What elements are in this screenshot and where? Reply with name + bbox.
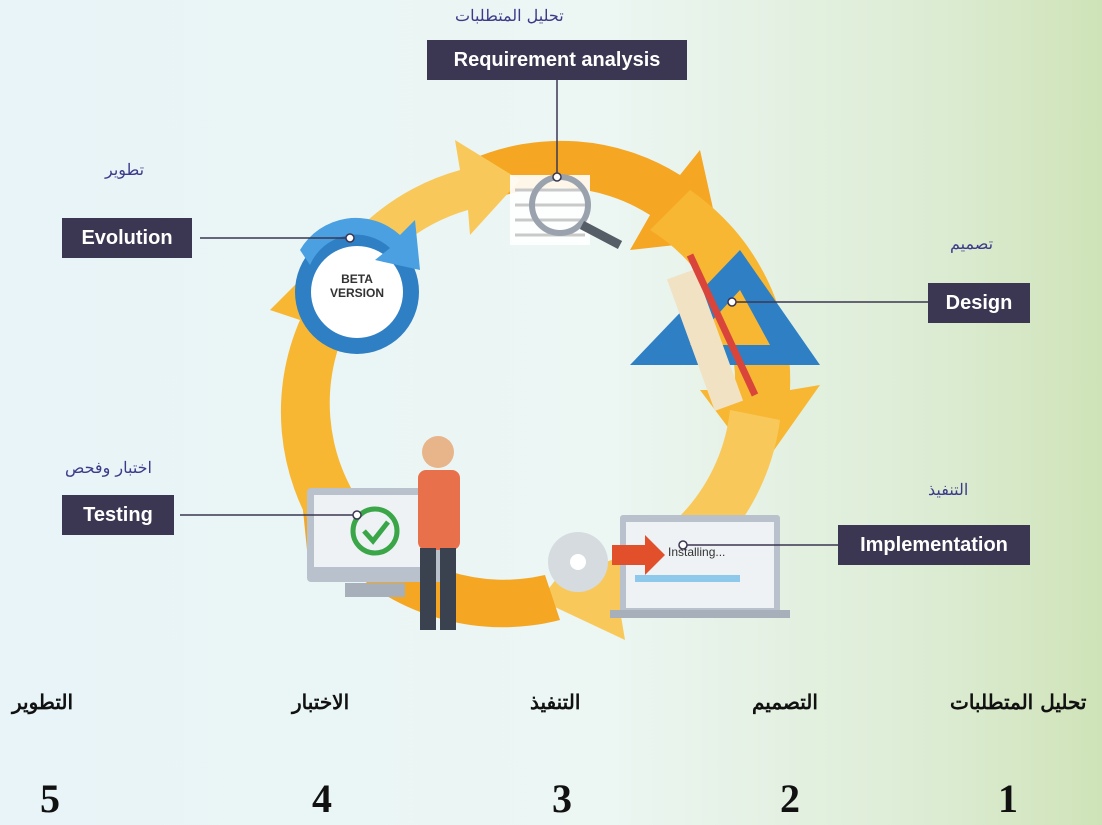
implementation-label: Implementation bbox=[838, 525, 1030, 565]
stage-name-4: الاختبار bbox=[292, 690, 350, 714]
testing-monitor-icon bbox=[307, 488, 443, 597]
stage-name-5: التطوير bbox=[12, 690, 74, 714]
stage-name-1: تحليل المتطلبات bbox=[950, 690, 1087, 714]
stage-number-5: 5 bbox=[40, 776, 60, 821]
requirement-arabic-label: تحليل المتطلبات bbox=[455, 6, 564, 25]
installing-text: Installing... bbox=[668, 545, 726, 559]
design-label: Design bbox=[928, 283, 1030, 323]
evolution-label: Evolution bbox=[62, 218, 192, 258]
connector-lines bbox=[180, 80, 928, 550]
installing-laptop-icon bbox=[610, 515, 790, 618]
stage-name-2: التصميم bbox=[752, 690, 818, 714]
stage-number-1: 1 bbox=[998, 776, 1018, 821]
disc-icon bbox=[548, 532, 608, 592]
sdlc-cycle-graphic bbox=[180, 80, 928, 640]
stage-number-4: 4 bbox=[312, 776, 332, 821]
beta-line1: BETA bbox=[341, 272, 373, 286]
evolution-arabic-label: تطوير bbox=[105, 160, 145, 179]
beta-version-text: BETA VERSION bbox=[317, 272, 397, 300]
requirement-analysis-label: Requirement analysis bbox=[427, 40, 687, 80]
stage-number-2: 2 bbox=[780, 776, 800, 821]
implementation-arabic-label: التنفيذ bbox=[928, 480, 969, 499]
beta-version-icon bbox=[295, 217, 420, 354]
design-tools-icon bbox=[630, 250, 820, 411]
testing-label: Testing bbox=[62, 495, 174, 535]
testing-arabic-label: اختبار وفحص bbox=[65, 458, 152, 477]
stage-name-3: التنفيذ bbox=[530, 690, 581, 714]
developer-figure bbox=[418, 436, 460, 630]
beta-line2: VERSION bbox=[329, 286, 384, 300]
design-arabic-label: تصميم bbox=[950, 234, 994, 253]
stage-number-3: 3 bbox=[552, 776, 572, 821]
